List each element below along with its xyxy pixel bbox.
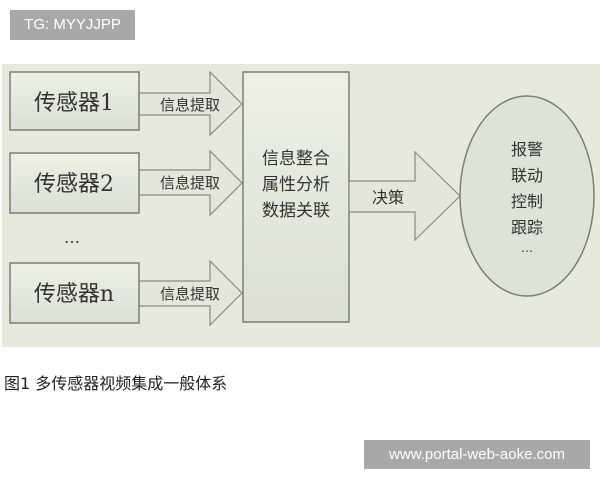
sensor-n-box: [9, 262, 140, 324]
actions-ellipse-group: 报警 联动 控制 跟踪 …: [459, 95, 595, 297]
action-control: 控制: [511, 192, 543, 211]
watermark-bottom: www.portal-web-aoke.com: [364, 440, 590, 469]
watermark-top: TG: MYYJJPP: [10, 10, 135, 40]
decision-arrow: [348, 150, 461, 242]
figure-caption: 图1 多传感器视频集成一般体系: [4, 374, 228, 393]
action-ellipsis: …: [521, 241, 533, 255]
sensors-ellipsis: …: [64, 228, 80, 247]
sensor-2-label: 传感器2: [34, 172, 114, 197]
sensor-2-box: [9, 152, 140, 214]
fusion-box: [242, 71, 350, 323]
sensor-n-arrow-label: 信息提取: [160, 285, 220, 303]
action-alarm: 报警: [511, 140, 543, 159]
sensor-1-box: [9, 71, 140, 131]
action-linkage: 联动: [511, 166, 543, 185]
fusion-box-group: 信息整合 属性分析 数据关联: [242, 71, 350, 323]
sensor-n-label: 传感器n: [34, 282, 114, 307]
decision-label: 决策: [372, 188, 404, 207]
info-extract-arrow-1: [138, 70, 243, 137]
sensor-1-label: 传感器1: [34, 91, 114, 116]
sensor-2-group: 传感器2 信息提取: [9, 149, 243, 217]
decision-arrow-group: 决策: [348, 150, 461, 242]
sensor-1-arrow-label: 信息提取: [160, 96, 220, 114]
action-tracking: 跟踪: [511, 218, 543, 237]
actions-ellipse: [459, 95, 595, 297]
fusion-line-3: 数据关联: [262, 201, 330, 221]
fusion-line-2: 属性分析: [262, 175, 330, 195]
sensor-2-arrow-label: 信息提取: [160, 174, 220, 192]
sensor-n-group: 传感器n 信息提取: [9, 259, 243, 327]
info-extract-arrow-2: [138, 149, 243, 217]
info-extract-arrow-n: [138, 259, 243, 327]
fusion-line-1: 信息整合: [262, 149, 330, 169]
sensor-1-group: 传感器1 信息提取: [9, 70, 243, 137]
